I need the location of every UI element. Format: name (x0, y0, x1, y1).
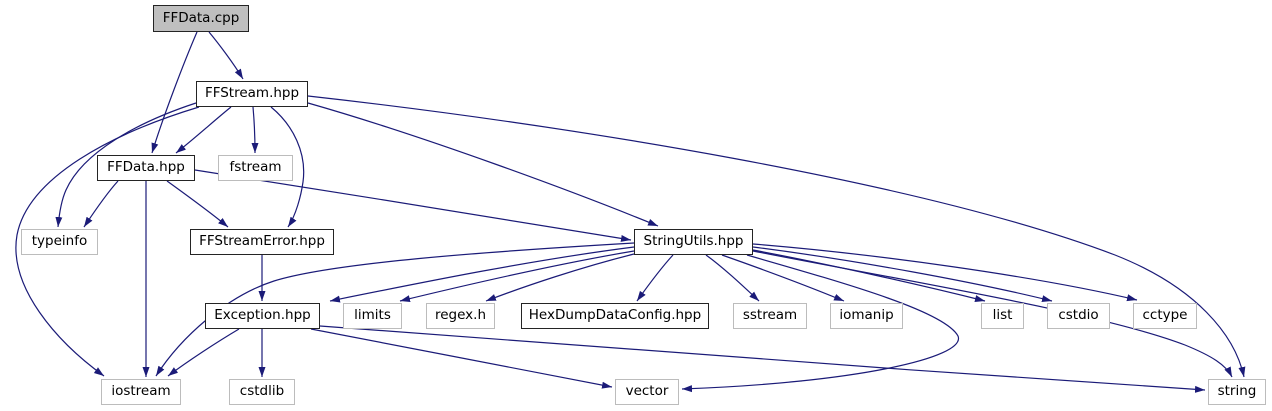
edge-stringutils_hpp-to-iomanip (721, 254, 845, 302)
edge-ffstream_hpp-to-typeinfo (55, 102, 197, 228)
graph-node-fstream: fstream (218, 155, 293, 181)
edge-stringutils_hpp-to-cctype (752, 243, 1138, 302)
graph-node-ffdata_hpp[interactable]: FFData.hpp (97, 155, 195, 181)
graph-node-stringutils_hpp[interactable]: StringUtils.hpp (634, 229, 753, 255)
edge-ffstream_hpp-to-stringutils_hpp (307, 102, 659, 227)
graph-node-typeinfo: typeinfo (21, 229, 98, 255)
graph-node-cstdio: cstdio (1047, 303, 1110, 329)
graph-node-sstream: sstream (733, 303, 807, 329)
graph-node-string: string (1208, 379, 1266, 405)
graph-node-exception_hpp[interactable]: Exception.hpp (205, 303, 320, 329)
edge-stringutils_hpp-to-sstream (705, 254, 760, 302)
edge-ffstream_hpp-to-iostream (15, 106, 200, 377)
edge-ffdata_hpp-to-typeinfo (83, 180, 119, 228)
edge-stringutils_hpp-to-exception_hpp (329, 246, 635, 303)
edge-ffdata_cpp-to-ffdata_hpp (151, 31, 198, 154)
graph-node-hexdumpdataconfig_hpp[interactable]: HexDumpDataConfig.hpp (521, 303, 709, 329)
edge-ffdata_hpp-to-ffstreamerror_hpp (166, 180, 229, 228)
graph-node-limits: limits (343, 303, 402, 329)
edge-stringutils_hpp-to-iostream (155, 242, 635, 377)
edge-exception_hpp-to-vector (310, 328, 613, 389)
edge-ffstream_hpp-to-ffdata_hpp (175, 106, 232, 154)
edge-stringutils_hpp-to-limits (399, 250, 635, 303)
edge-stringutils_hpp-to-cstdio (752, 246, 1053, 303)
graph-node-vector: vector (615, 379, 679, 405)
edge-ffstream_hpp-to-ffstreamerror_hpp (270, 106, 305, 228)
graph-node-regex_h: regex.h (426, 303, 495, 329)
edge-ffstream_hpp-to-fstream (251, 106, 259, 154)
edge-stringutils_hpp-to-vector (681, 254, 959, 393)
graph-node-ffstream_hpp[interactable]: FFStream.hpp (196, 81, 308, 107)
graph-node-cstdlib: cstdlib (229, 379, 295, 405)
edge-ffstream_hpp-to-string (307, 95, 1246, 378)
graph-node-iomanip: iomanip (830, 303, 903, 329)
graph-node-iostream: iostream (101, 379, 181, 405)
edge-ffdata_cpp-to-ffstream_hpp (208, 31, 244, 80)
edge-stringutils_hpp-to-hexdumpdataconfig_hpp (636, 254, 674, 302)
edge-stringutils_hpp-to-regex_h (485, 253, 635, 302)
graph-node-list: list (981, 303, 1024, 329)
edge-exception_hpp-to-iostream (167, 328, 240, 377)
edge-group (15, 31, 1246, 393)
graph-node-cctype: cctype (1133, 303, 1197, 329)
edge-stringutils_hpp-to-list (752, 249, 986, 302)
edge-exception_hpp-to-string (319, 325, 1206, 393)
graph-node-ffdata_cpp: FFData.cpp (153, 5, 249, 32)
graph-node-ffstreamerror_hpp[interactable]: FFStreamError.hpp (190, 229, 334, 255)
